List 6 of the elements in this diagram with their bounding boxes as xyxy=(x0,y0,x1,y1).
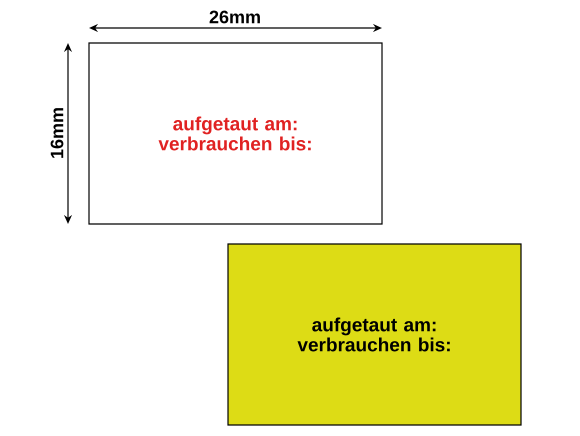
label-box xyxy=(227,243,522,426)
label-box xyxy=(88,42,383,225)
label: 16mm xyxy=(50,108,64,158)
node-label: aufgetaut am: verbrauchen bis: xyxy=(298,318,450,352)
label: 26mm xyxy=(210,10,260,24)
node-label: aufgetaut am: verbrauchen bis: xyxy=(158,116,311,150)
